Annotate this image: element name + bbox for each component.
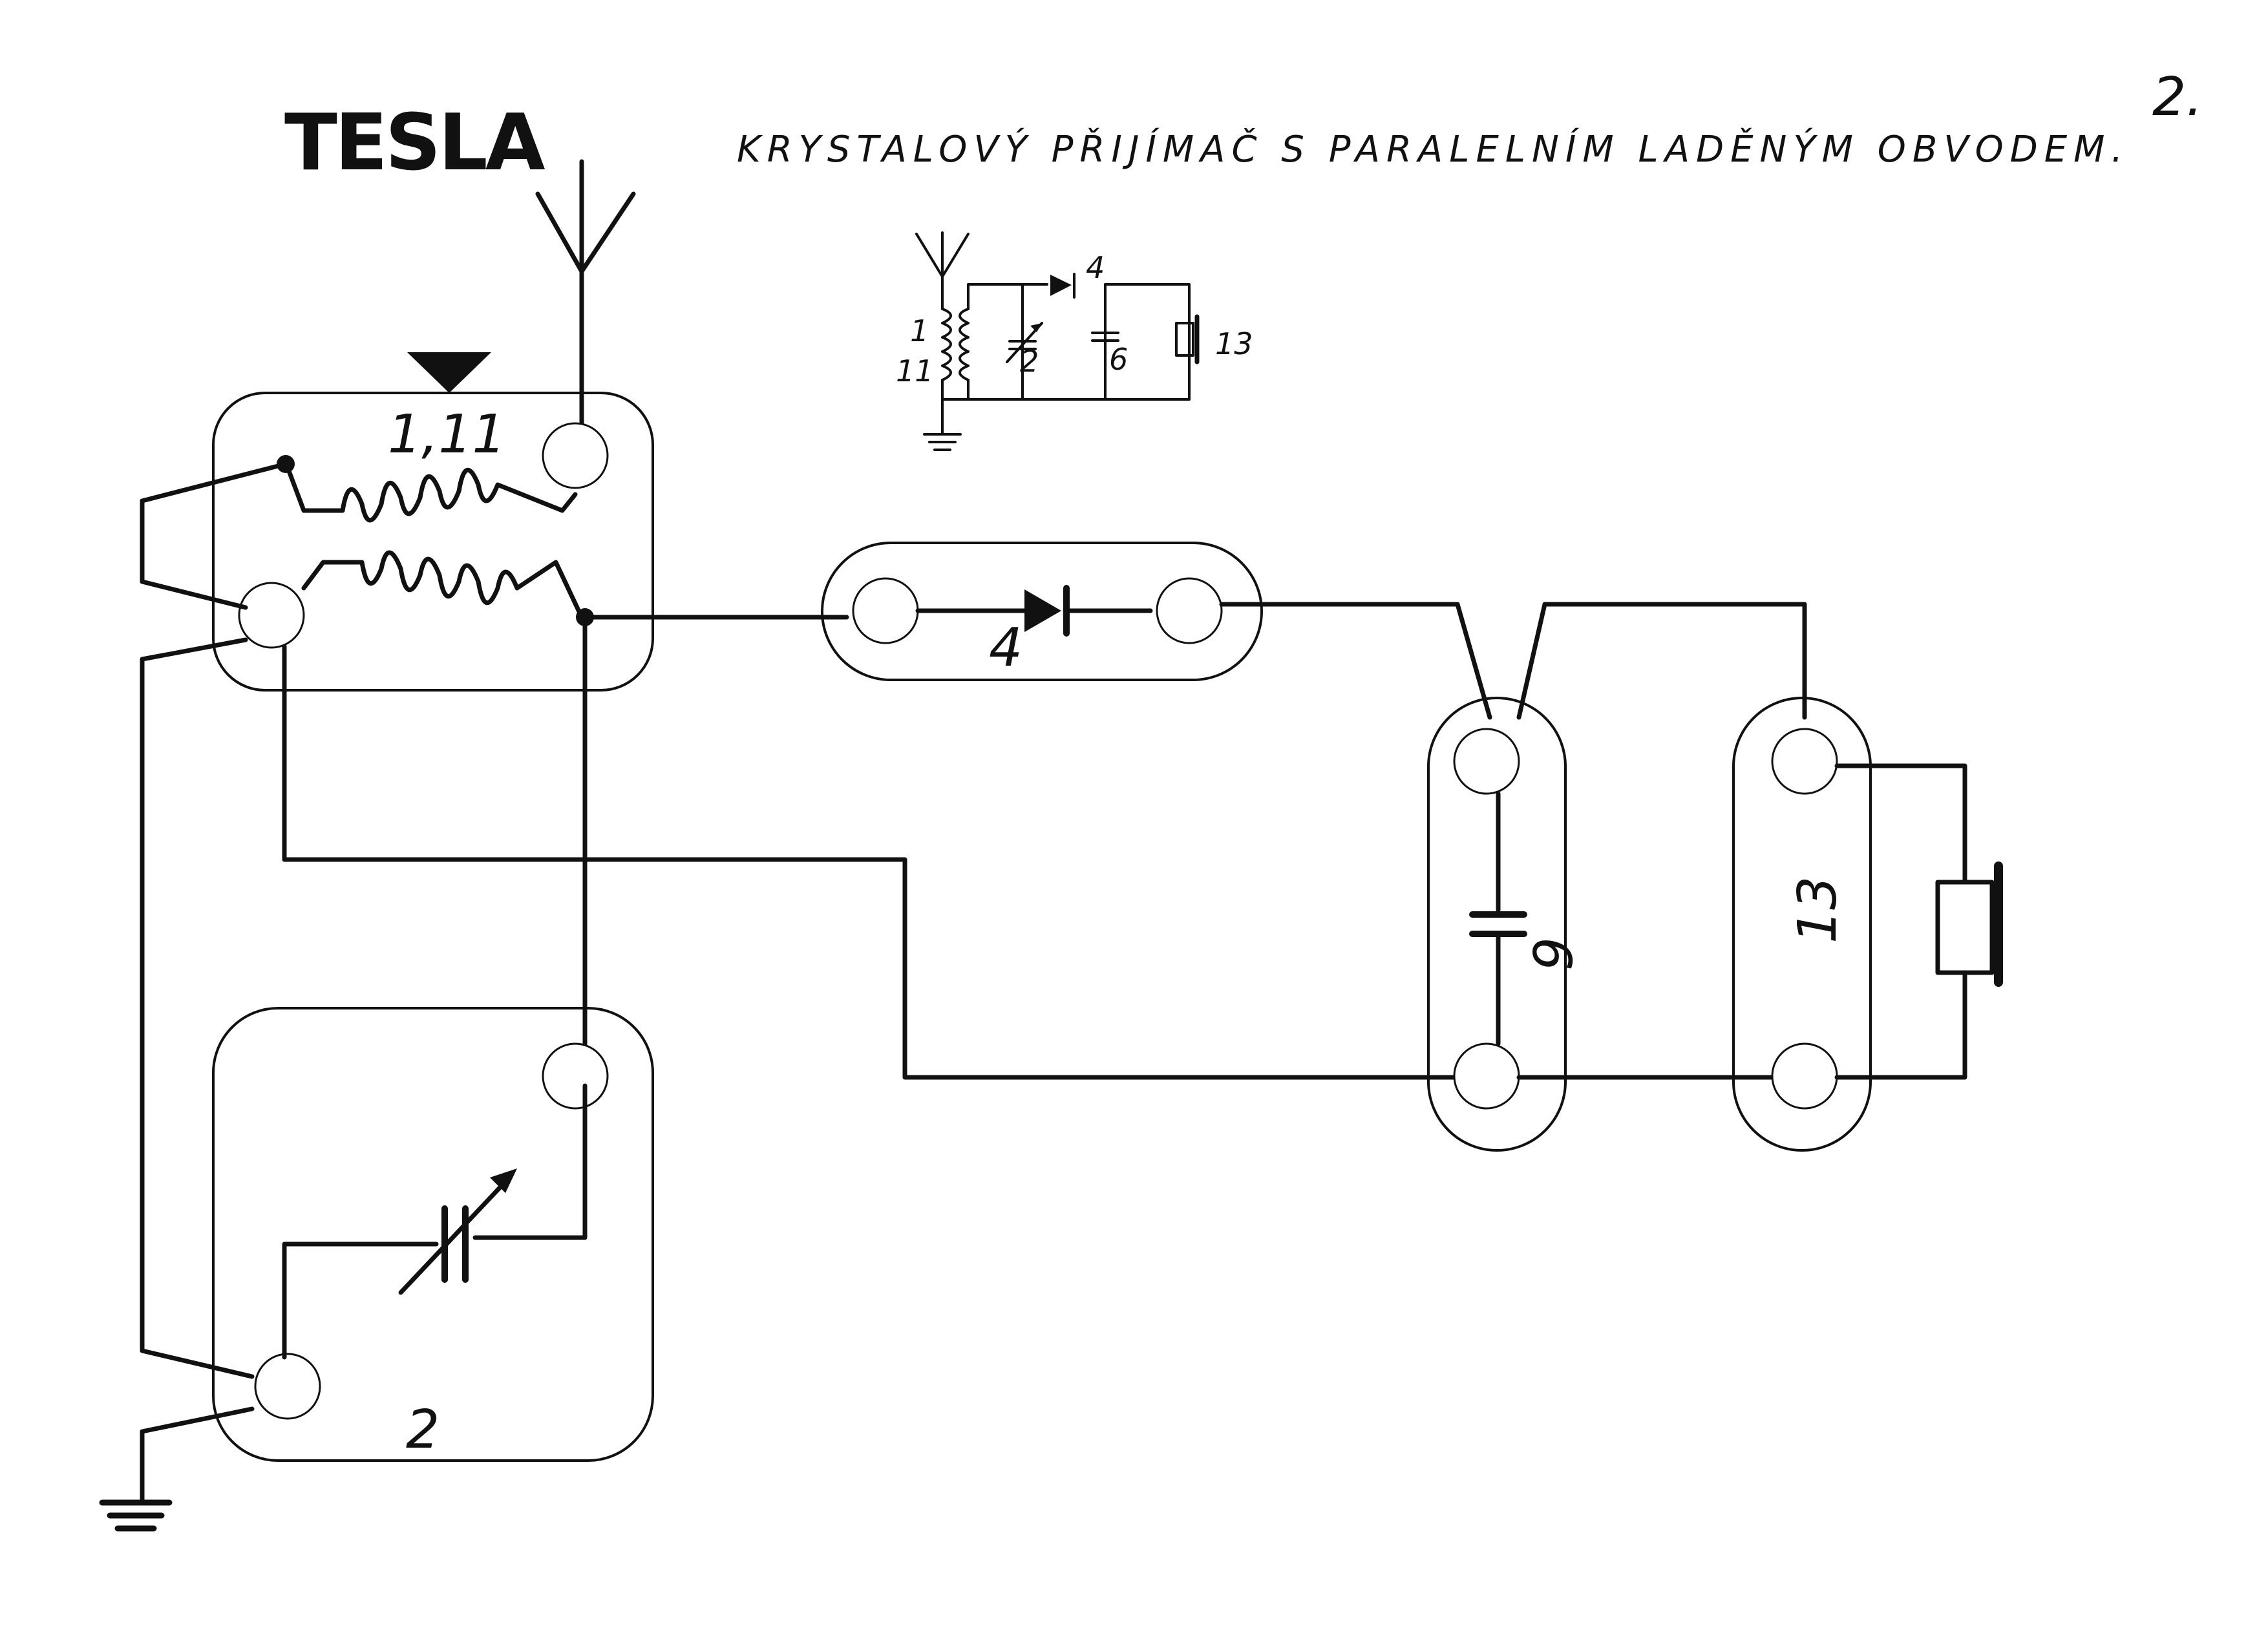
earphone-terminal-top — [1771, 728, 1838, 795]
schematic-variable-capacitor-icon — [1006, 322, 1043, 363]
varcap-terminal-top — [542, 1042, 609, 1110]
schematic-coil-label-1: 1 — [910, 313, 929, 348]
diode-terminal-left — [852, 577, 919, 644]
diagram-title: KRYSTALOVÝ PŘIJÍMAČ S PARALELNÍM LADĚNÝM… — [737, 128, 2129, 171]
schematic-earphone-icon — [1175, 314, 1200, 364]
schematic-ground-icon — [923, 398, 962, 451]
earphone-terminal-bottom — [1771, 1042, 1838, 1110]
orientation-triangle-icon — [407, 352, 491, 393]
variable-capacitor-module: 2 — [212, 1007, 654, 1462]
coil-enclosure — [212, 392, 654, 692]
ground-icon — [99, 1406, 255, 1532]
diode-icon — [1024, 585, 1070, 637]
fixed-capacitor-enclosure — [1427, 697, 1567, 1152]
schematic-diode-icon — [1050, 273, 1076, 299]
earphone-icon — [1935, 861, 2003, 987]
schematic-fixed-capacitor-label: 6 — [1109, 342, 1128, 377]
fixed-cap-terminal-top — [1453, 728, 1520, 795]
diode-label: 4 — [989, 617, 1023, 679]
variable-capacitor-label: 2 — [406, 1399, 440, 1461]
fixed-cap-terminal-bottom — [1453, 1042, 1520, 1110]
diode-enclosure — [821, 542, 1263, 681]
schematic-coil-icon — [941, 308, 970, 381]
variable-capacitor-enclosure — [212, 1007, 654, 1462]
schematic-earphone-label: 13 — [1215, 326, 1253, 361]
varcap-terminal-bottom — [254, 1353, 321, 1420]
schematic-antenna-icon — [915, 231, 970, 310]
coil-label: 1,11 — [388, 404, 506, 465]
schematic-coil-label-11: 11 — [896, 354, 934, 388]
tesla-logo: TESLA — [284, 98, 546, 188]
earphone-enclosure — [1732, 697, 1872, 1152]
schematic-fixed-capacitor-icon — [1091, 332, 1119, 342]
fixed-capacitor-module: 6 — [1427, 697, 1582, 1152]
coil-terminal-antenna — [542, 422, 609, 489]
diode-module: 4 — [821, 542, 1263, 681]
page-number: 2. — [2152, 67, 2203, 128]
diode-terminal-right — [1156, 577, 1223, 644]
fixed-capacitor-label: 6 — [1520, 937, 1582, 971]
coil-terminal-ground — [238, 582, 305, 649]
fixed-capacitor-icon — [1469, 911, 1527, 937]
earphone-label: 13 — [1787, 876, 1849, 944]
earphone-module: 13 — [1732, 697, 2003, 1152]
coil-icon — [282, 456, 584, 620]
variable-capacitor-icon — [398, 1168, 517, 1295]
coil-module: 1,11 — [212, 352, 654, 692]
schematic-diode-label: 4 — [1086, 250, 1105, 285]
antenna-icon — [535, 159, 636, 429]
schematic-variable-capacitor-label: 2 — [1020, 344, 1039, 379]
schematic-inset: 1 11 2 4 6 13 — [896, 231, 1253, 451]
